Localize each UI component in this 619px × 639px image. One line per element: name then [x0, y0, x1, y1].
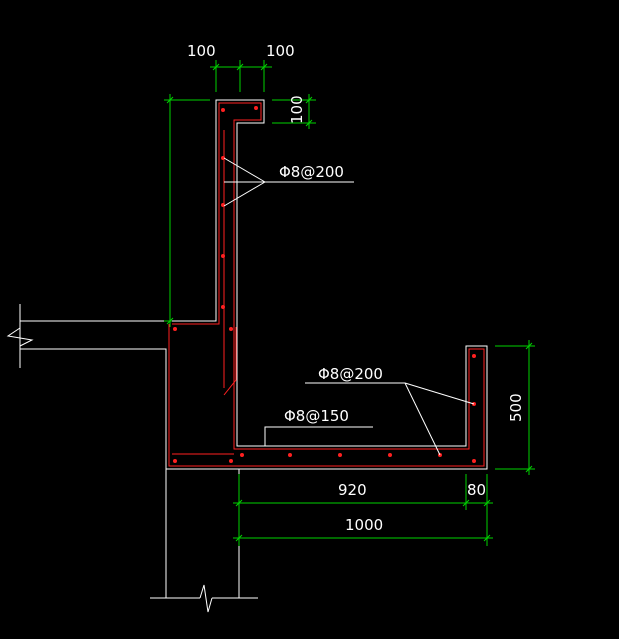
leader-trough-1 [404, 382, 475, 405]
dim-tick [236, 63, 244, 71]
rebar-dot [288, 453, 292, 457]
rebar-dot [229, 327, 233, 331]
rebar-dots [173, 106, 476, 463]
rebar-dot [221, 203, 225, 207]
dim-label-trough-height: 500 [507, 393, 525, 422]
dim-label-trough-width: 920 [338, 481, 367, 499]
rebar-note-wall: Φ8@200 [279, 163, 344, 181]
rebar-dot [388, 453, 392, 457]
dim-tick [525, 465, 533, 473]
concrete-outline [6, 99, 488, 613]
dim-tick [166, 96, 174, 104]
rebar-dot [221, 254, 225, 258]
rebar-note-trough-wall: Φ8@200 [318, 365, 383, 383]
dim-label-lip-height: 100 [288, 95, 306, 124]
rebar-hook [223, 327, 237, 396]
rebar-dot [254, 106, 258, 110]
parapet-and-trough-outline [20, 99, 488, 470]
dim-tick [483, 499, 491, 507]
leader-trough-2 [404, 382, 441, 456]
wall-break-mark [199, 584, 213, 613]
dim-tick [260, 63, 268, 71]
dim-tick [462, 499, 470, 507]
dim-label-total-width: 1000 [345, 516, 383, 534]
rebar-dot [240, 453, 244, 457]
leader-top-3 [223, 181, 266, 207]
dim-tick [305, 119, 313, 127]
leaders [223, 157, 475, 456]
rebar-dot [472, 459, 476, 463]
dim-label-top-left: 100 [187, 42, 216, 60]
dim-tick [212, 63, 220, 71]
slab-break-mark [6, 327, 34, 347]
rebar-dot [229, 459, 233, 463]
rebar-parapet-outer [168, 102, 485, 467]
dim-tick [525, 342, 533, 350]
dim-tick [235, 499, 243, 507]
rebar-dot [472, 354, 476, 358]
dim-label-top-right: 100 [266, 42, 295, 60]
rebar-dot [173, 327, 177, 331]
rebar-dot [221, 305, 225, 309]
rebar-dot [338, 453, 342, 457]
dimension-lines [164, 60, 535, 546]
dim-tick [235, 534, 243, 542]
dim-tick [483, 534, 491, 542]
rebar-dot [221, 108, 225, 112]
rebar [168, 102, 485, 467]
rebar-note-trough-bottom: Φ8@150 [284, 407, 349, 425]
dim-tick [166, 317, 174, 325]
rebar-dot [221, 156, 225, 160]
dim-tick [305, 96, 313, 104]
leader-bottom [264, 426, 373, 446]
leader-top-1 [223, 157, 266, 183]
rebar-dot [173, 459, 177, 463]
dim-label-wall-thickness: 80 [467, 481, 486, 499]
